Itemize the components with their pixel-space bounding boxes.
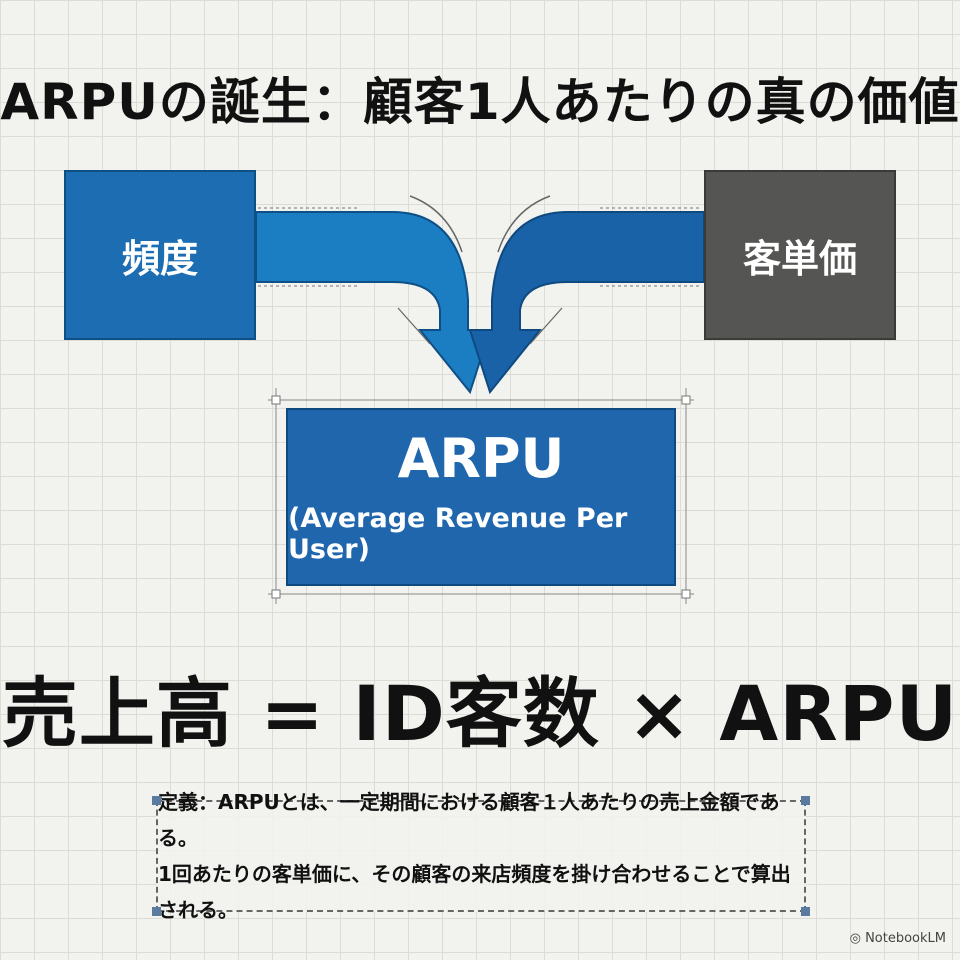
corner-marker: [801, 796, 810, 805]
watermark: ◎ NotebookLM: [850, 931, 946, 946]
left-guide-tick: [397, 307, 431, 345]
arpu-label: ARPU: [397, 427, 565, 491]
corner-marker: [152, 907, 161, 916]
watermark-text: NotebookLM: [865, 931, 946, 946]
frame-handle: [271, 589, 281, 599]
notebook-icon: ◎: [849, 931, 861, 946]
unit-price-box: 客単価: [704, 170, 896, 340]
sales-formula: 売上高 = ID客数 × ARPU: [1, 669, 959, 758]
frame-handle: [271, 395, 281, 405]
definition-box: 定義：ARPUとは、一定期間における顧客１人あたりの売上金額である。 1回あたり…: [152, 790, 810, 922]
page-title: ARPUの誕生：顧客1人あたりの真の価値: [0, 73, 960, 131]
definition-line-1: 定義：ARPUとは、一定期間における顧客１人あたりの売上金額である。: [158, 790, 780, 850]
frame-handle: [681, 589, 691, 599]
corner-marker: [801, 907, 810, 916]
frame-handle: [681, 395, 691, 405]
arpu-full-name: (Average Revenue Per User): [288, 502, 628, 565]
right-guide-tick: [529, 307, 563, 345]
left-arrow: [255, 211, 492, 395]
arpu-box: ARPU (Average Revenue Per User): [286, 408, 676, 586]
right-guide-line: [497, 195, 551, 253]
left-guide-line: [409, 195, 463, 253]
right-arrow: [468, 211, 705, 395]
corner-marker: [152, 796, 161, 805]
frequency-box: 頻度: [64, 170, 256, 340]
definition-line-2: 1回あたりの客単価に、その顧客の来店頻度を掛け合わせることで算出される。: [158, 862, 791, 922]
